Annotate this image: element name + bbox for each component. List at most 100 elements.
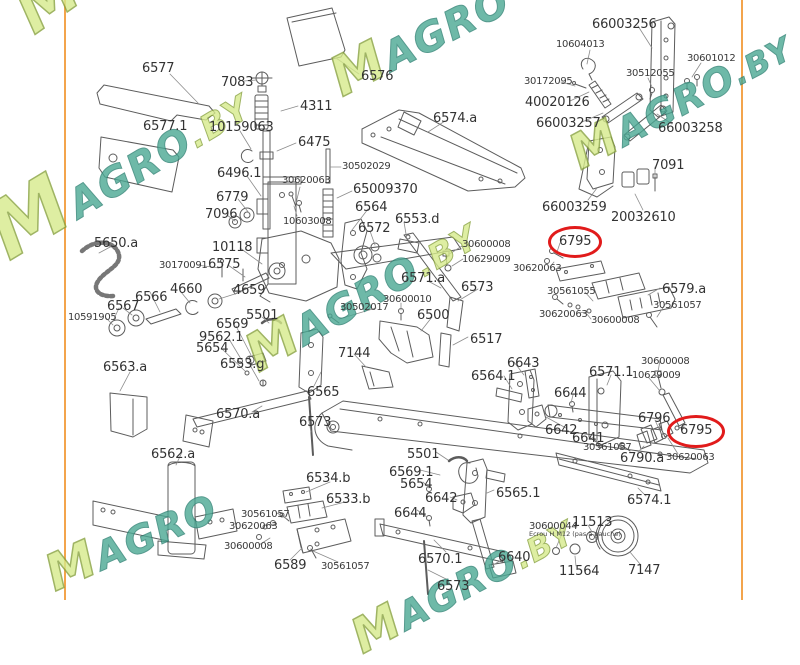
part-label: 7144 xyxy=(338,346,371,361)
part-label: 10629009 xyxy=(632,370,681,381)
part-label: 6577.1 xyxy=(143,119,188,134)
part-label: 6640 xyxy=(498,550,531,565)
part-label: 6570.1 xyxy=(418,552,463,567)
part-linework-left-shaft-group xyxy=(79,240,270,337)
part-label: 6571.1 xyxy=(589,365,634,380)
part-label: 10629009 xyxy=(462,254,511,265)
part-label: 6496.1 xyxy=(217,166,262,181)
part-label: 6565 xyxy=(307,385,340,400)
part-label: 30600010 xyxy=(383,294,432,305)
part-label: 6779 xyxy=(216,190,249,205)
part-label: 10603008 xyxy=(283,216,332,227)
part-label: 30561057 xyxy=(241,509,290,520)
part-label: 6795 xyxy=(680,423,713,438)
part-label: 66003258 xyxy=(658,121,723,136)
part-label: 6573 xyxy=(461,280,494,295)
part-label: 30561057 xyxy=(583,442,632,453)
part-label: 30600044 xyxy=(529,521,578,532)
part-label: 30620063 xyxy=(539,309,588,320)
part-label: 30600008 xyxy=(462,239,511,250)
page-border-left xyxy=(64,0,66,600)
part-label: 10591905 xyxy=(68,312,117,323)
part-label: 6569.1 xyxy=(389,465,434,480)
part-label: 40020126 xyxy=(525,95,590,110)
part-label: 30600008 xyxy=(224,541,273,552)
part-label: 30620063 xyxy=(229,521,278,532)
part-linework-lower-frame xyxy=(314,400,709,595)
part-label: 6644 xyxy=(554,386,587,401)
page-border-right xyxy=(741,0,743,600)
part-label: 7147 xyxy=(628,563,661,578)
part-label: 6562.a xyxy=(151,447,195,462)
part-label: 30620063 xyxy=(282,175,331,186)
part-linework-upper-beam xyxy=(361,109,526,192)
part-label: 6475 xyxy=(298,135,331,150)
part-label: 5654 xyxy=(400,477,433,492)
part-label: 5650.a xyxy=(94,236,138,251)
part-label: 11513 xyxy=(572,515,613,530)
part-linework-top-right-assembly xyxy=(572,16,700,198)
part-label: 6564 xyxy=(355,200,388,215)
part-label: 6579.a xyxy=(662,282,706,297)
part-label: 20032610 xyxy=(611,210,676,225)
part-label: 30512055 xyxy=(626,68,675,79)
part-label: 7083 xyxy=(221,75,254,90)
part-label: 11564 xyxy=(559,564,600,579)
circled-part-annotation xyxy=(548,226,602,258)
part-label: 4659 xyxy=(233,283,266,298)
part-label: 6575 xyxy=(208,257,241,272)
part-label: 9562.1 xyxy=(199,330,244,345)
part-label: 5654 xyxy=(196,341,229,356)
part-label: 66003256 xyxy=(592,17,657,32)
part-label: 30561057 xyxy=(653,300,702,311)
part-label: 10159063 xyxy=(209,120,274,135)
part-label: 6570.a xyxy=(216,407,260,422)
part-linework-pivot-assembly xyxy=(257,218,464,332)
part-label: 6565.1 xyxy=(496,486,541,501)
part-label: 30620063 xyxy=(666,452,715,463)
part-label: 6566 xyxy=(135,290,168,305)
part-label: 6517 xyxy=(470,332,503,347)
part-label: 66003259 xyxy=(542,200,607,215)
part-label: 6569 xyxy=(216,317,249,332)
part-label: 66003257 xyxy=(536,116,601,131)
part-label: 6572 xyxy=(358,221,391,236)
part-label: 6642 xyxy=(425,491,458,506)
part-label: 30620063 xyxy=(513,263,562,274)
part-label: 6567 xyxy=(107,299,140,314)
part-label: 6641 xyxy=(572,431,605,446)
part-label: 10604013 xyxy=(556,39,605,50)
part-label: 30502017 xyxy=(340,302,389,313)
part-label: 6563.a xyxy=(103,360,147,375)
part-label: 6571.a xyxy=(401,271,445,286)
part-label: 4660 xyxy=(170,282,203,297)
part-label: 6553.g xyxy=(220,357,265,372)
exploded-diagram xyxy=(79,7,709,595)
part-label: 30502029 xyxy=(342,161,391,172)
part-label: 30600008 xyxy=(591,315,640,326)
part-label: 6573 xyxy=(437,579,470,594)
part-label: 6533.b xyxy=(326,492,371,507)
part-label: 6500 xyxy=(417,308,450,323)
part-label: 6790.a xyxy=(620,451,664,466)
part-linework-bottom-left-assembly xyxy=(92,461,352,560)
part-label: 6642 xyxy=(545,423,578,438)
part-label: 30601012 xyxy=(687,53,736,64)
part-label: 6796 xyxy=(638,411,671,426)
part-label: 6574.a xyxy=(433,111,477,126)
part-label: 7096 xyxy=(205,207,238,222)
part-label: 30561057 xyxy=(321,561,370,572)
part-label: 30600008 xyxy=(641,356,690,367)
part-label: 30172095 xyxy=(524,76,573,87)
part-label: 6534.b xyxy=(306,471,351,486)
leader-lines xyxy=(98,25,702,581)
part-label: 5501 xyxy=(407,447,440,462)
part-label: 6795 xyxy=(559,234,592,249)
part-label: 6574.1 xyxy=(627,493,672,508)
part-label: 65009370 xyxy=(353,182,418,197)
part-label: 6644 xyxy=(394,506,427,521)
part-label: 30561055 xyxy=(547,286,596,297)
part-label: 6577 xyxy=(142,61,175,76)
part-label: 4311 xyxy=(300,99,333,114)
part-label: 6573 xyxy=(299,415,332,430)
